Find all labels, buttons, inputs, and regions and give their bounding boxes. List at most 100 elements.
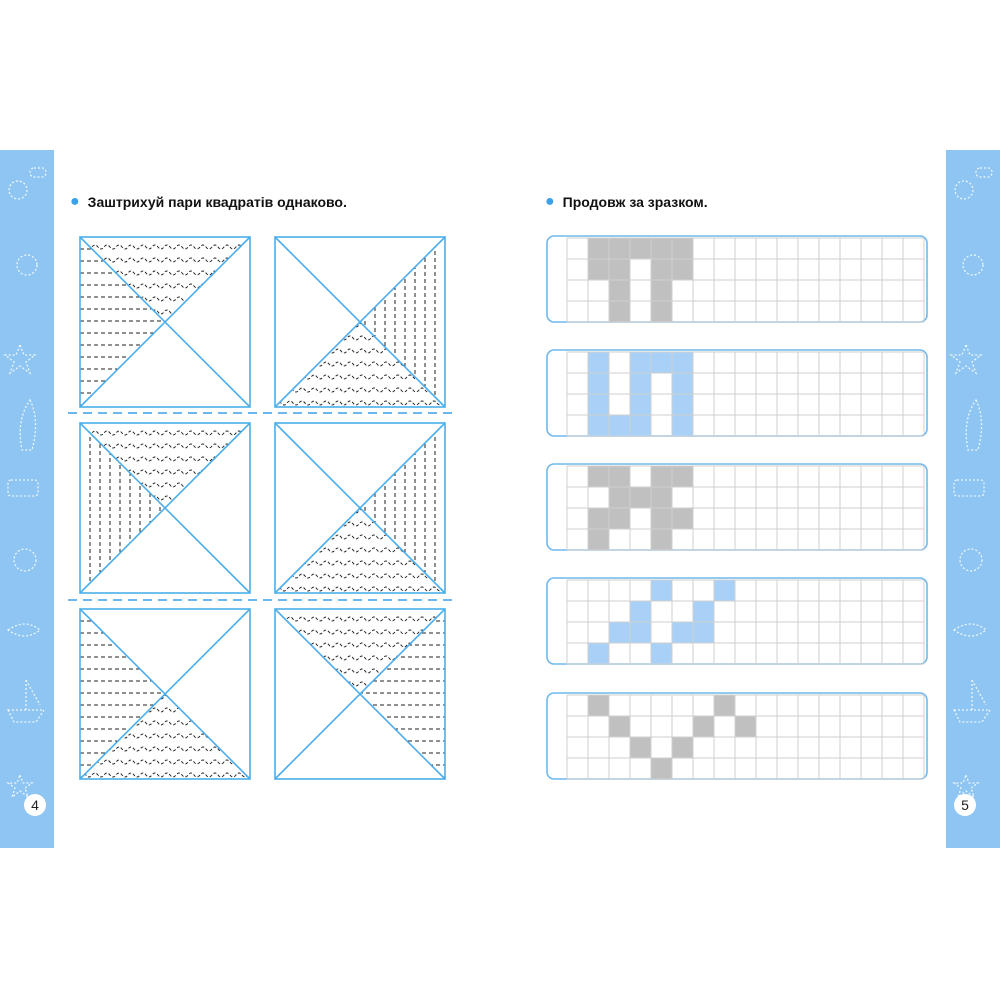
- decorative-side-band-right: [946, 150, 1000, 848]
- diagonal-line: [274, 608, 446, 780]
- square-frame: [274, 422, 446, 594]
- sun-icon: [962, 254, 984, 276]
- right-task-heading: ● Продовж за зразком.: [545, 193, 708, 211]
- square-frame: [274, 608, 446, 780]
- diagonal-line: [79, 422, 251, 594]
- filled-cell: [651, 238, 672, 259]
- filled-cell: [588, 643, 609, 664]
- page-number-left: 4: [24, 794, 46, 816]
- filled-cell: [672, 508, 693, 529]
- left-instruction: Заштрихуй пари квадратів однаково.: [87, 194, 347, 210]
- filled-cell: [672, 737, 693, 758]
- pattern-grid: [546, 463, 928, 551]
- filled-cell: [651, 508, 672, 529]
- square-frame: [79, 608, 251, 780]
- rocket-icon: [965, 398, 983, 451]
- shading-square: [79, 236, 251, 408]
- filled-cell: [609, 238, 630, 259]
- shading-square: [274, 608, 446, 780]
- filled-cell: [672, 373, 693, 394]
- truck-icon: [953, 479, 985, 497]
- filled-cell: [672, 238, 693, 259]
- filled-cell: [609, 466, 630, 487]
- star-icon: [951, 773, 981, 799]
- star-icon: [5, 773, 35, 799]
- truck-icon: [7, 479, 39, 497]
- rocket-icon: [19, 398, 37, 451]
- sun-icon: [16, 254, 38, 276]
- boat-icon: [952, 679, 992, 723]
- diagonal-line: [274, 422, 446, 594]
- filled-cell: [588, 415, 609, 436]
- filled-cell: [651, 280, 672, 301]
- pattern-grid: [546, 692, 928, 780]
- decorative-side-band-left: [0, 150, 54, 848]
- filled-cell: [609, 716, 630, 737]
- filled-cell: [651, 466, 672, 487]
- filled-cell: [609, 415, 630, 436]
- pattern-grid: [546, 235, 928, 323]
- diagonal-line: [79, 236, 251, 408]
- ball-icon: [959, 548, 983, 572]
- filled-cell: [714, 695, 735, 716]
- filled-cell: [630, 737, 651, 758]
- filled-cell: [630, 394, 651, 415]
- square-frame: [274, 236, 446, 408]
- candy-icon: [975, 167, 993, 178]
- filled-cell: [672, 622, 693, 643]
- filled-cell: [630, 238, 651, 259]
- doodle-pattern: [3, 167, 47, 799]
- shading-square: [274, 422, 446, 594]
- filled-cell: [672, 466, 693, 487]
- filled-cell: [714, 580, 735, 601]
- diagonal-line: [274, 236, 446, 408]
- filled-cell: [693, 601, 714, 622]
- filled-cell: [588, 508, 609, 529]
- filled-cell: [651, 643, 672, 664]
- square-frame: [79, 422, 251, 594]
- shading-square: [79, 608, 251, 780]
- left-task-heading: ● Заштрихуй пари квадратів однаково.: [70, 193, 347, 211]
- filled-cell: [588, 373, 609, 394]
- filled-cell: [609, 487, 630, 508]
- star-icon: [3, 343, 37, 375]
- filled-cell: [630, 622, 651, 643]
- filled-cell: [588, 238, 609, 259]
- doodle-pattern: [949, 167, 993, 799]
- filled-cell: [651, 352, 672, 373]
- filled-cell: [672, 415, 693, 436]
- filled-cell: [609, 259, 630, 280]
- shading-square: [79, 422, 251, 594]
- bullet-icon: ●: [545, 193, 555, 210]
- filled-cell: [630, 373, 651, 394]
- filled-cell: [588, 352, 609, 373]
- pear-icon: [954, 180, 974, 200]
- filled-cell: [588, 529, 609, 550]
- filled-cell: [609, 280, 630, 301]
- filled-cell: [735, 716, 756, 737]
- filled-cell: [609, 301, 630, 322]
- filled-cell: [630, 601, 651, 622]
- filled-cell: [630, 352, 651, 373]
- square-frame: [79, 236, 251, 408]
- filled-cell: [672, 394, 693, 415]
- filled-cell: [693, 716, 714, 737]
- diagonal-line: [79, 608, 251, 780]
- candy-icon: [29, 167, 47, 178]
- right-instruction: Продовж за зразком.: [562, 194, 708, 210]
- pear-icon: [8, 180, 28, 200]
- filled-cell: [588, 466, 609, 487]
- page-number-right: 5: [954, 794, 976, 816]
- filled-cell: [630, 415, 651, 436]
- filled-cell: [609, 508, 630, 529]
- filled-cell: [672, 259, 693, 280]
- pattern-grid: [546, 349, 928, 437]
- filled-cell: [630, 487, 651, 508]
- shading-square: [274, 236, 446, 408]
- filled-cell: [693, 622, 714, 643]
- filled-cell: [651, 758, 672, 779]
- filled-cell: [651, 580, 672, 601]
- star-icon: [949, 343, 983, 375]
- filled-cell: [588, 259, 609, 280]
